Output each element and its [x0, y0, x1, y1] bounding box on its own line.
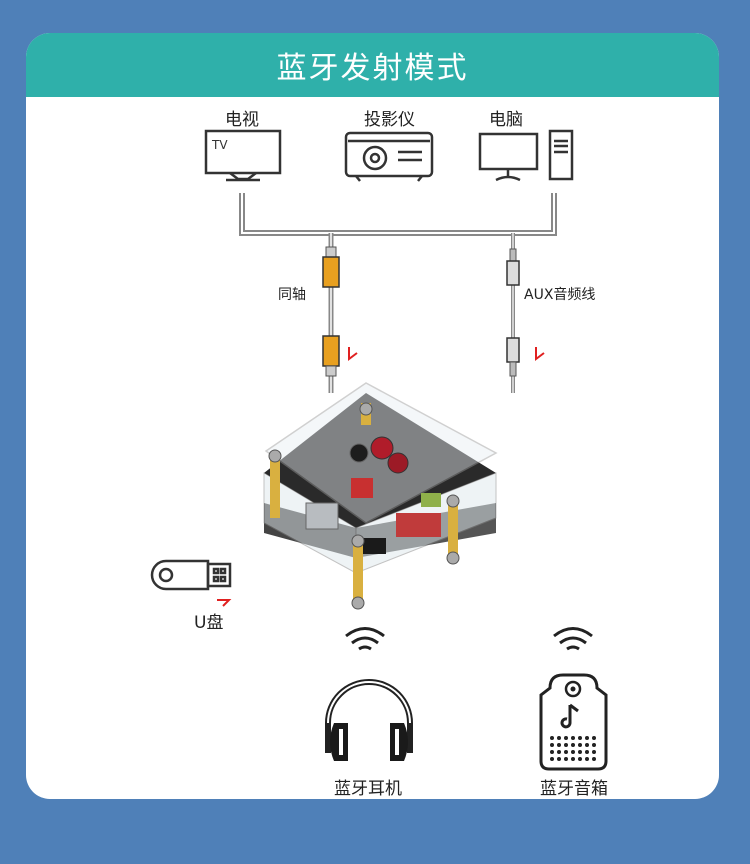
computer-icon — [478, 129, 574, 182]
usb-label: U盘 — [194, 613, 224, 633]
usb-arrow-icon — [217, 599, 232, 607]
computer-label: 电脑 — [489, 110, 523, 130]
projector-icon — [344, 131, 434, 182]
usb-drive-icon — [150, 559, 232, 591]
wireless-signal-icon — [553, 627, 593, 651]
speaker-icon — [539, 673, 608, 771]
tv-icon — [204, 129, 282, 182]
aux-label: AUX音频线 — [524, 287, 596, 303]
bluetooth-board-image — [263, 382, 498, 610]
aux-down-arrow-icon — [535, 347, 545, 361]
coax-down-arrow-icon — [348, 347, 358, 361]
page-title: 蓝牙发射模式 — [276, 51, 469, 86]
title-banner: 蓝牙发射模式 — [26, 33, 719, 97]
wireless-signal-icon — [345, 627, 385, 651]
tv-screen-text: TV — [211, 138, 228, 152]
source-bus-cable — [239, 193, 557, 236]
tv-label: 电视 — [225, 110, 259, 130]
headphones-label: 蓝牙耳机 — [334, 779, 402, 799]
speaker-label: 蓝牙音箱 — [540, 779, 608, 799]
coax-cable-icon — [322, 233, 340, 393]
mode-card: 蓝牙发射模式 TV — [26, 33, 719, 799]
projector-label: 投影仪 — [364, 110, 415, 130]
aux-cable-icon — [506, 233, 520, 393]
coax-label: 同轴 — [278, 287, 306, 303]
connection-diagram: TV — [150, 129, 608, 771]
headphones-icon — [325, 679, 413, 761]
